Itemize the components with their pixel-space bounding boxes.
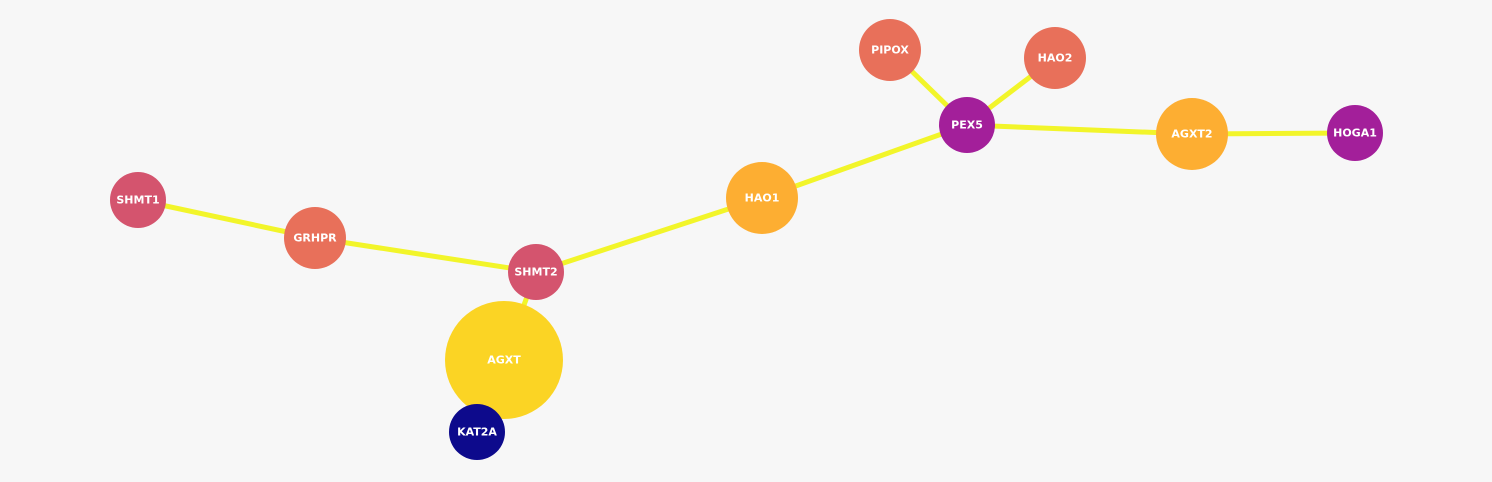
node-label: KAT2A bbox=[457, 426, 497, 439]
node-hao2[interactable]: HAO2 bbox=[1024, 27, 1086, 89]
node-circle[interactable] bbox=[508, 244, 564, 300]
node-agxt[interactable]: AGXT bbox=[445, 301, 563, 419]
node-grhpr[interactable]: GRHPR bbox=[284, 207, 346, 269]
node-label: HAO2 bbox=[1038, 52, 1073, 65]
node-label: HAO1 bbox=[745, 192, 780, 205]
node-label: SHMT2 bbox=[514, 266, 557, 279]
node-circle[interactable] bbox=[1327, 105, 1383, 161]
node-shmt1[interactable]: SHMT1 bbox=[110, 172, 166, 228]
node-agxt2[interactable]: AGXT2 bbox=[1156, 98, 1228, 170]
node-label: GRHPR bbox=[293, 232, 337, 245]
node-label: PEX5 bbox=[951, 119, 983, 132]
node-label: AGXT bbox=[487, 354, 521, 367]
node-hao1[interactable]: HAO1 bbox=[726, 162, 798, 234]
node-circle[interactable] bbox=[1024, 27, 1086, 89]
node-label: PIPOX bbox=[871, 44, 909, 57]
node-circle[interactable] bbox=[1156, 98, 1228, 170]
node-circle[interactable] bbox=[726, 162, 798, 234]
node-label: AGXT2 bbox=[1171, 128, 1212, 141]
edge-grhpr-shmt2 bbox=[314, 235, 537, 275]
node-circle[interactable] bbox=[859, 19, 921, 81]
node-pipox[interactable]: PIPOX bbox=[859, 19, 921, 81]
node-circle[interactable] bbox=[445, 301, 563, 419]
node-label: SHMT1 bbox=[116, 194, 159, 207]
node-kat2a[interactable]: KAT2A bbox=[449, 404, 505, 460]
edge-pex5-agxt2 bbox=[966, 122, 1193, 137]
edge-shmt2-hao1 bbox=[535, 195, 763, 275]
node-circle[interactable] bbox=[939, 97, 995, 153]
node-label: HOGA1 bbox=[1333, 127, 1377, 140]
edge-hao1-pex5 bbox=[761, 122, 968, 201]
node-pex5[interactable]: PEX5 bbox=[939, 97, 995, 153]
node-circle[interactable] bbox=[284, 207, 346, 269]
node-shmt2[interactable]: SHMT2 bbox=[508, 244, 564, 300]
node-circle[interactable] bbox=[110, 172, 166, 228]
node-circle[interactable] bbox=[449, 404, 505, 460]
node-hoga1[interactable]: HOGA1 bbox=[1327, 105, 1383, 161]
